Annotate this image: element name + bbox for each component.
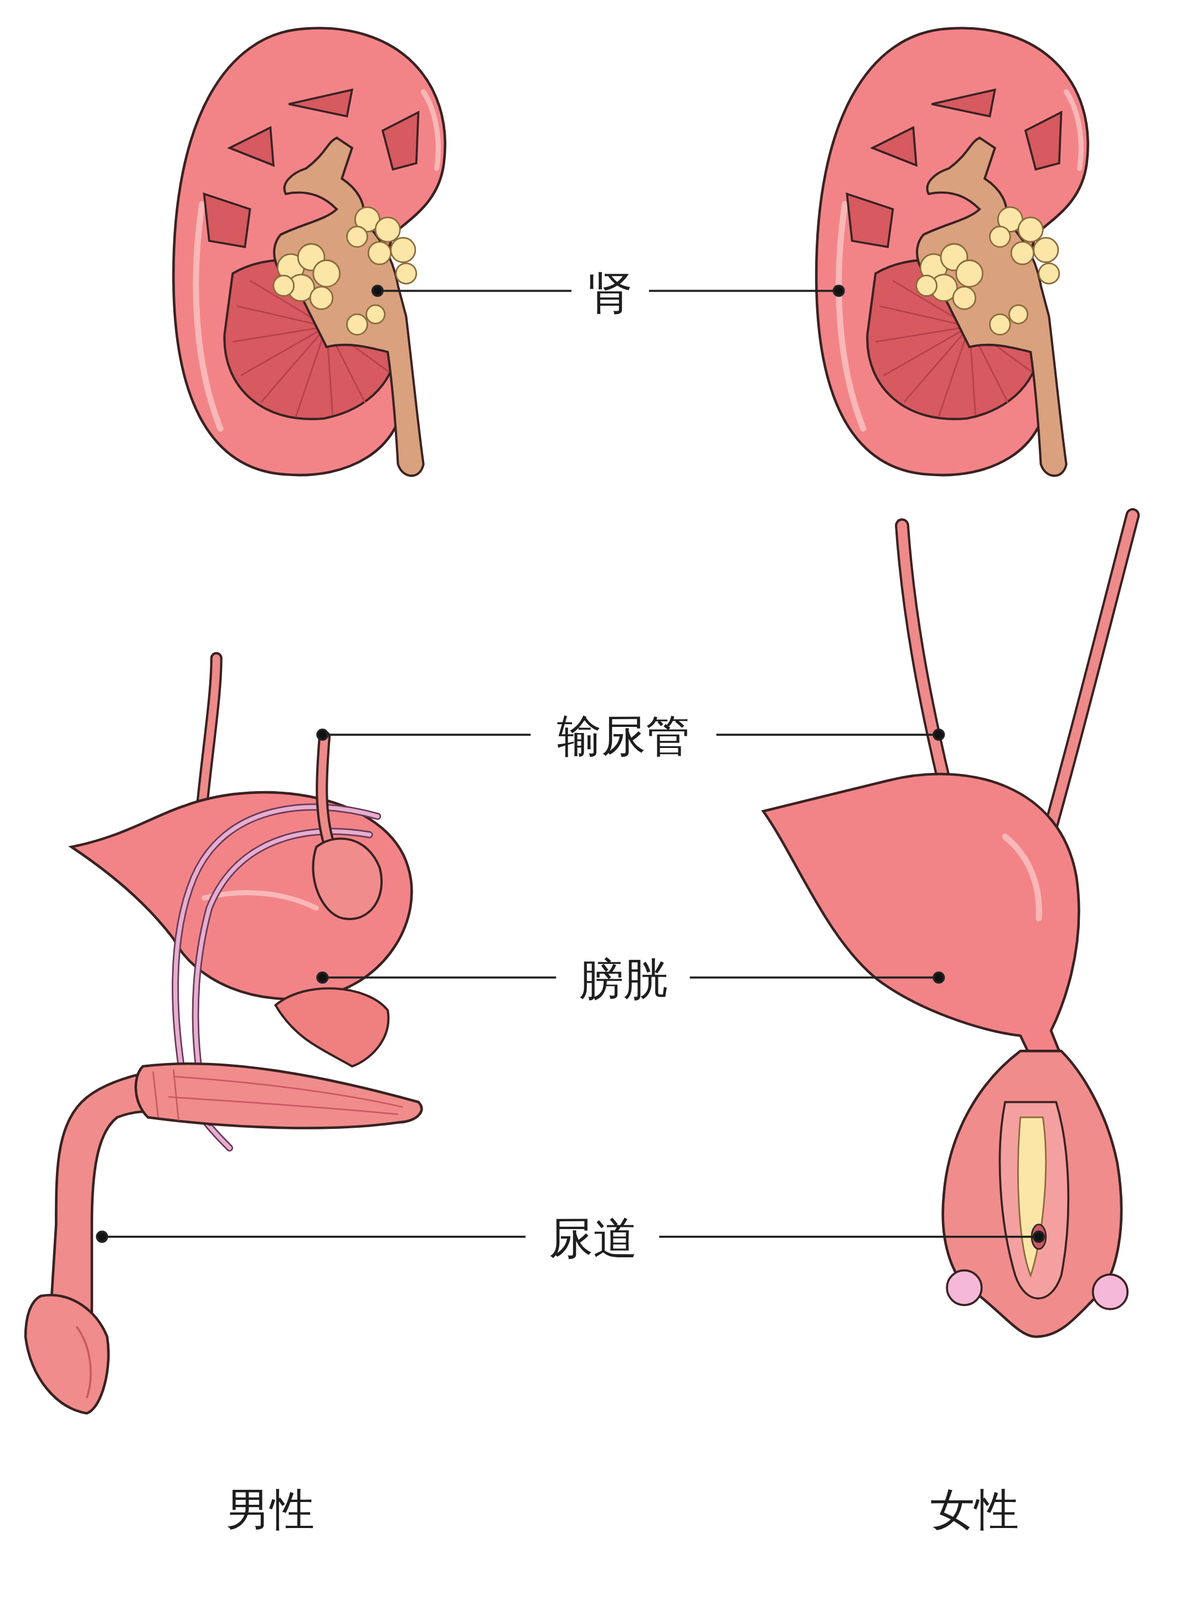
kidney-left bbox=[173, 28, 445, 477]
illustration-part bbox=[649, 289, 839, 292]
illustration-part bbox=[173, 28, 445, 477]
illustration-part bbox=[1093, 1274, 1129, 1310]
illustration-part bbox=[933, 729, 944, 740]
part-name: 肾 bbox=[584, 267, 636, 319]
illustration-part bbox=[275, 988, 389, 1067]
illustration-part bbox=[689, 976, 940, 980]
illustration-part bbox=[25, 1295, 109, 1414]
illustration-part bbox=[763, 774, 1079, 1062]
illustration-part bbox=[1017, 1117, 1046, 1276]
illustration-part bbox=[152, 1069, 403, 1121]
illustration-part bbox=[76, 1326, 91, 1399]
illustration-part bbox=[322, 976, 556, 980]
illustration-part bbox=[173, 1069, 179, 1121]
illustration-part bbox=[1033, 1232, 1044, 1243]
leader-lines bbox=[96, 285, 1044, 1243]
kidney-right bbox=[816, 28, 1088, 477]
part-name: 尿道 bbox=[545, 1213, 641, 1265]
female-urinary bbox=[763, 515, 1133, 1338]
illustration-part bbox=[317, 972, 328, 983]
illustration-part bbox=[716, 733, 940, 736]
illustration-part bbox=[202, 658, 217, 807]
illustration-part bbox=[321, 737, 332, 853]
illustration-part bbox=[322, 733, 531, 736]
male-urinary bbox=[25, 658, 422, 1414]
illustration-part bbox=[833, 285, 844, 296]
illustration-part bbox=[101, 1235, 526, 1239]
illustration-part bbox=[96, 1232, 107, 1243]
illustration-part bbox=[1005, 836, 1039, 919]
illustration-part bbox=[317, 729, 328, 740]
illustration-part bbox=[377, 289, 572, 292]
illustration-part bbox=[902, 525, 945, 781]
part-name: 输尿管 bbox=[553, 711, 694, 762]
illustration-part bbox=[173, 1076, 404, 1107]
illustration-part bbox=[152, 1071, 158, 1118]
illustration-part bbox=[933, 972, 944, 983]
part-name: 膀胱 bbox=[575, 954, 672, 1006]
illustration-part bbox=[135, 1063, 422, 1129]
illustration-part bbox=[902, 525, 945, 781]
illustration-part bbox=[312, 838, 382, 920]
illustration-part bbox=[1031, 1224, 1047, 1250]
illustration-part bbox=[204, 892, 317, 909]
illustration-part bbox=[168, 1097, 399, 1115]
sex-caption: 女性 bbox=[926, 1484, 1023, 1536]
illustration-part bbox=[658, 1235, 1039, 1239]
illustration-part bbox=[816, 28, 1088, 477]
illustration-part bbox=[946, 1270, 982, 1306]
illustration-part bbox=[321, 737, 332, 853]
illustration-part bbox=[999, 1102, 1069, 1300]
illustration-part bbox=[202, 658, 217, 807]
illustration-part bbox=[372, 285, 383, 296]
sex-caption: 男性 bbox=[222, 1484, 318, 1536]
